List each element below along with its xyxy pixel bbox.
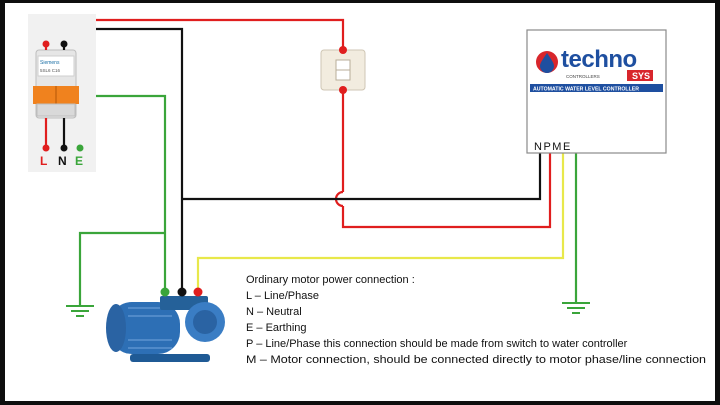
controller-brand-sub: SYS <box>632 71 650 81</box>
terminal-e-dot <box>76 144 84 152</box>
switch-terminal-in <box>339 46 347 54</box>
controller-subtitle: AUTOMATIC WATER LEVEL CONTROLLER <box>533 87 639 93</box>
pump-motor-end <box>106 304 126 352</box>
pump-terminal-earth <box>160 287 170 297</box>
switch-terminal-out <box>339 86 347 94</box>
controller-brand: techno <box>561 46 637 73</box>
breaker-top-terminal-n <box>60 40 68 48</box>
ground-symbol-left <box>66 305 94 317</box>
terminal-n-dot <box>60 144 68 152</box>
note-line-m: M – Motor connection, should be connecte… <box>246 354 706 366</box>
note-line-p: P – Line/Phase this connection should be… <box>246 338 628 350</box>
terminal-n-label: N <box>58 154 67 168</box>
breaker-brand: Siemens <box>40 60 60 66</box>
ground-symbol-right <box>562 302 590 314</box>
controller-brand-tag: CONTROLLERS <box>566 74 600 79</box>
pump-terminal-neutral <box>177 287 187 297</box>
wire-neutral-to-controller <box>182 152 542 201</box>
pump-motor-body <box>110 302 180 354</box>
circuit-breaker: Siemens 5SL6 C16 L N E <box>28 14 96 172</box>
controller-brand-sub-badge <box>627 70 653 81</box>
breaker-label-plate <box>37 55 75 77</box>
note-line-l: L – Line/Phase <box>246 290 319 302</box>
note-line-e: E – Earthing <box>246 322 307 334</box>
wire-motor-connection <box>196 152 565 292</box>
pump-terminal-phase <box>193 287 203 297</box>
note-line-n: N – Neutral <box>246 306 302 318</box>
water-level-controller: techno CONTROLLERS SYS AUTOMATIC WATER L… <box>526 29 667 154</box>
wire-phase-to-controller <box>341 152 552 229</box>
pump-base <box>130 354 210 362</box>
wire-earth-to-ground <box>78 231 165 305</box>
water-pump <box>106 287 225 362</box>
wires <box>44 18 578 305</box>
terminal-e-label: E <box>75 154 83 168</box>
controller-subtitle-bar <box>530 84 663 92</box>
breaker-rating: 5SL6 C16 <box>40 68 61 73</box>
wall-switch <box>320 46 366 94</box>
notes-heading: Ordinary motor power connection : <box>246 274 415 286</box>
connection-notes: Ordinary motor power connection : L – Li… <box>246 274 706 366</box>
terminal-l-label: L <box>40 154 47 168</box>
terminal-l-dot <box>42 144 50 152</box>
breaker-top-terminal-l <box>42 40 50 48</box>
controller-terminals: NPME <box>534 141 572 153</box>
